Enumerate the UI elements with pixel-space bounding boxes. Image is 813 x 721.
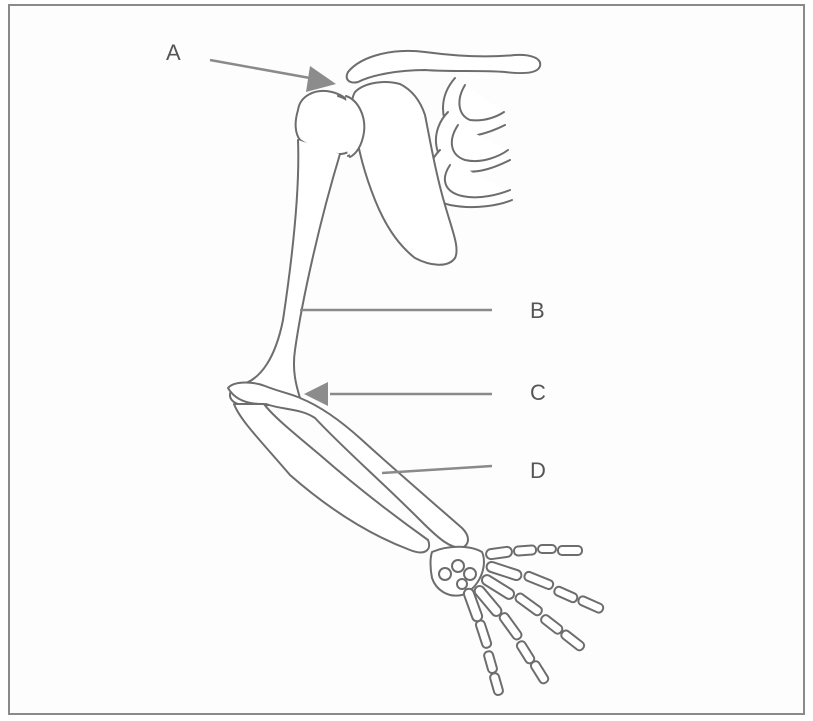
carpal-bone [439,568,451,580]
carpal-bone [457,579,467,589]
label-b: B [530,298,545,323]
label-a: A [166,40,181,65]
carpal-bone [464,568,476,580]
label-c: C [530,380,546,405]
label-d-line [382,466,492,473]
finger-bones [462,561,604,696]
humerus [230,140,340,406]
carpal-bone [452,560,464,572]
label-c-arrow [304,382,492,406]
label-d: D [530,458,546,483]
clavicle [347,51,540,83]
label-a-arrow [210,60,336,92]
thumb-bones [485,545,582,560]
